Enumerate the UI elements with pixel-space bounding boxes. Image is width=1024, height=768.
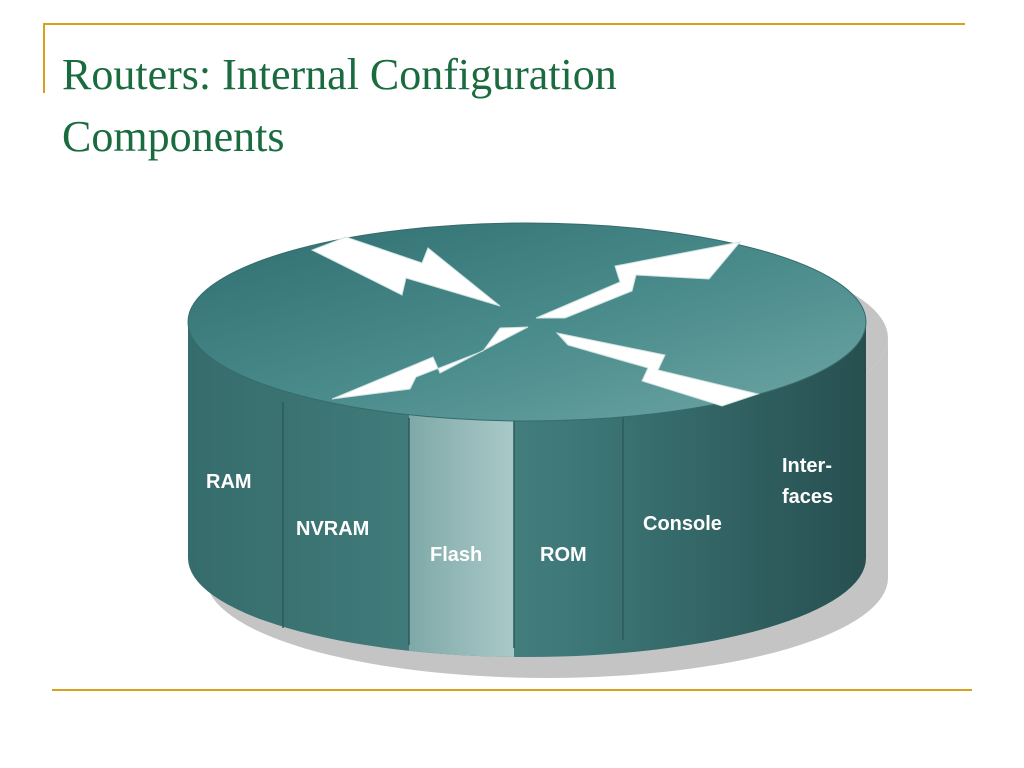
segment-label-ram: RAM — [206, 471, 252, 493]
segment-label-interfaces-line-1: Inter- — [782, 455, 832, 477]
arrow-out-bottom-left-icon — [331, 326, 529, 400]
left-accent-line — [43, 23, 45, 93]
segment-label-rom: ROM — [540, 544, 587, 566]
arrow-out-top-right-icon — [535, 241, 742, 319]
title-line-1: Routers: Internal Configuration — [62, 50, 617, 99]
segment-label-nvram: NVRAM — [296, 518, 369, 540]
top-accent-line — [43, 23, 965, 25]
segment-label-interfaces-line-2: faces — [782, 486, 833, 508]
router-arrows — [310, 236, 760, 407]
arrow-in-bottom-right-icon — [555, 332, 760, 407]
title-line-2: Components — [62, 112, 285, 161]
arrow-in-top-left-icon — [310, 236, 501, 307]
router-side — [188, 322, 866, 657]
slide-title: Routers: Internal Configuration Componen… — [62, 44, 962, 168]
router-top — [187, 222, 867, 422]
segment-label-console: Console — [643, 513, 722, 535]
bottom-accent-line — [52, 689, 972, 691]
segment-label-flash: Flash — [430, 544, 482, 566]
segment-dividers — [282, 402, 624, 648]
